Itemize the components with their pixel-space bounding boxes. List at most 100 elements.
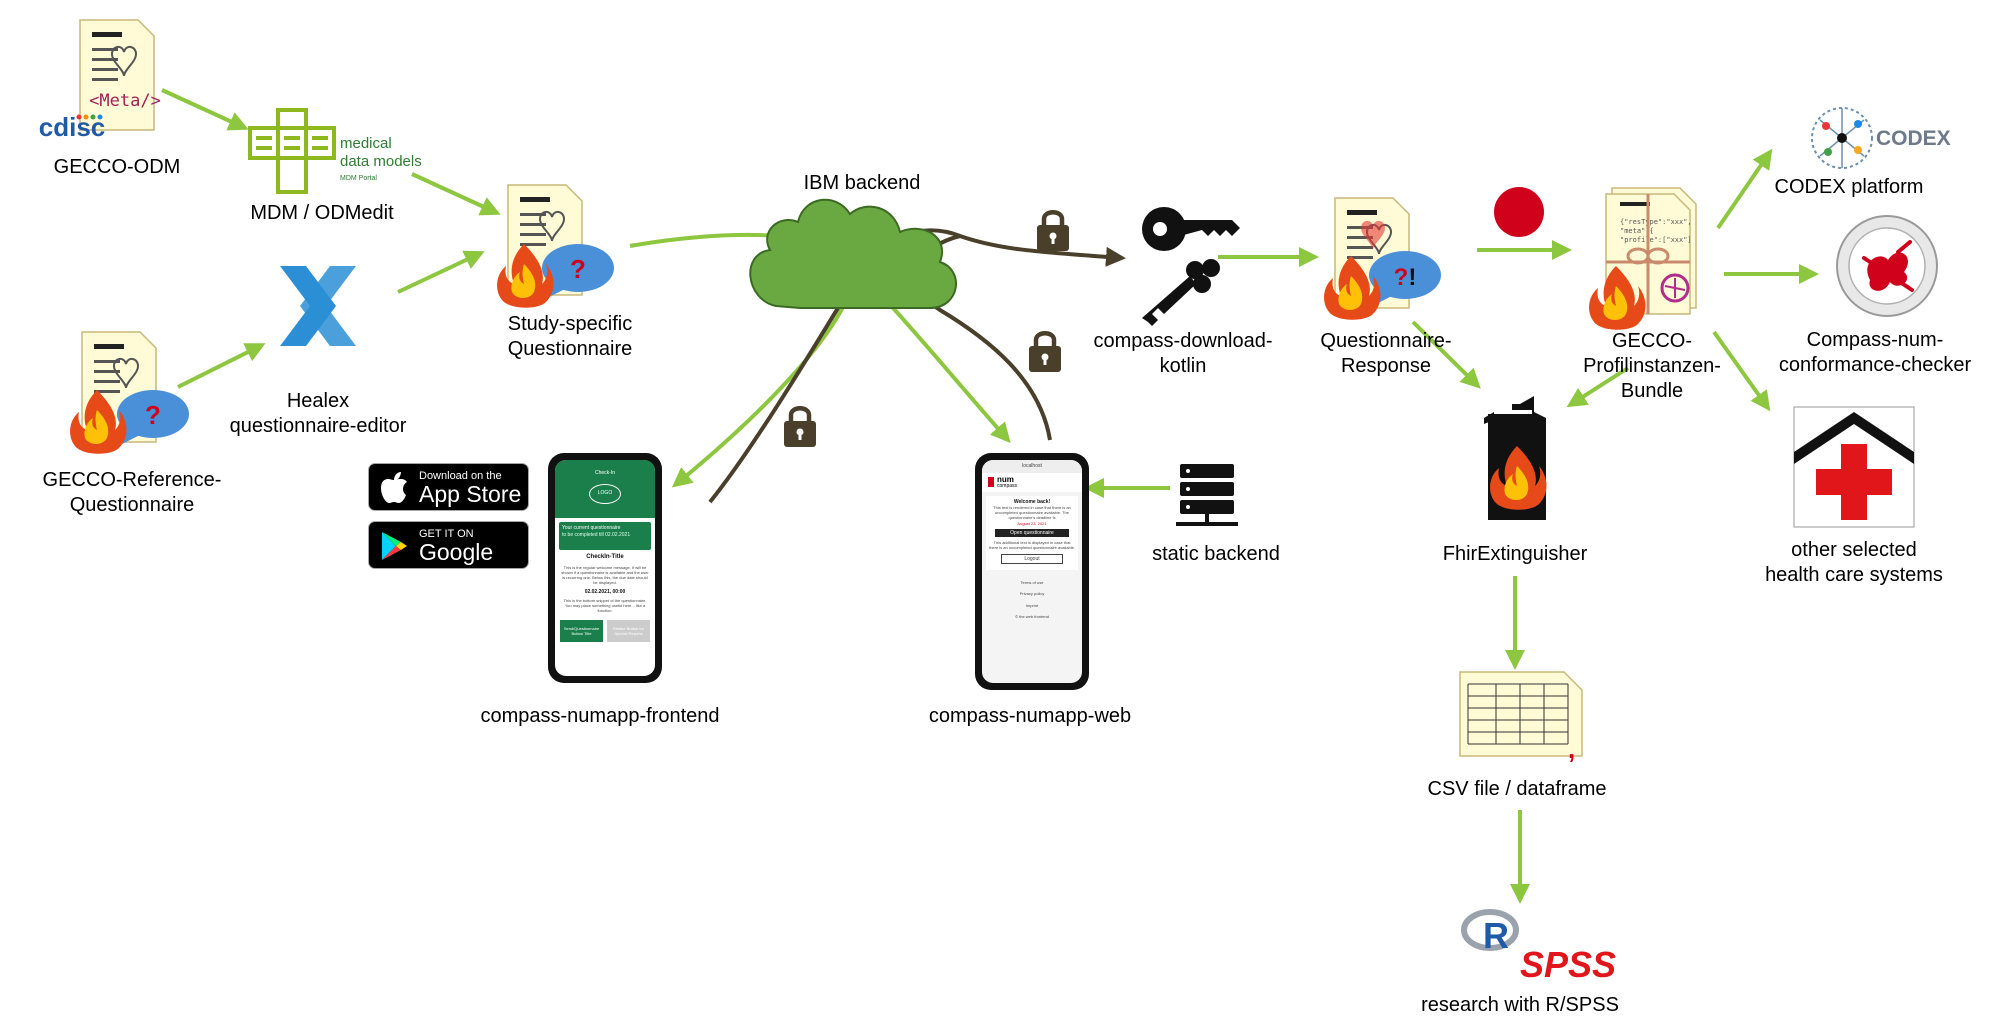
red-dot-icon: [1494, 187, 1544, 237]
svg-text:,: ,: [1568, 734, 1575, 764]
label-other-1: other selected: [1791, 539, 1917, 561]
question-exclaim-mark: ?!: [1394, 264, 1417, 291]
checkin-body: This is the regular welcome message. It …: [561, 564, 649, 586]
arrow-qr-to-fhir: [1411, 320, 1481, 389]
questionnaire-banner[interactable]: Your current questionnaire to be complet…: [559, 522, 651, 550]
label-study-1: Study-specific: [508, 313, 633, 335]
csv-file-icon: ,: [1459, 671, 1583, 764]
google-play-big-text: Google Play: [419, 539, 494, 592]
label-bundle-2: Profilinstanzen-: [1583, 355, 1721, 377]
arrow-bundle-to-fhir: [1566, 366, 1630, 408]
lock-icon: [1029, 333, 1061, 372]
r-logo-icon: [1461, 909, 1519, 951]
label-research: research with R/SPSS: [1421, 994, 1619, 1016]
open-questionnaire-button[interactable]: Open questionnaire: [995, 528, 1069, 538]
app-store-big-text: App Store: [419, 481, 522, 507]
question-bubble-icon: [117, 390, 189, 438]
lock-icon: [1037, 212, 1069, 251]
healex-logo-icon: [280, 266, 356, 346]
google-play-badge[interactable]: GET IT ON Google Play: [368, 521, 529, 592]
send-questionnaire-button[interactable]: Send/Questionnaire Button Title: [560, 619, 603, 642]
mdm-logo-line3: MDM Portal: [340, 175, 377, 182]
label-healex-2: questionnaire-editor: [230, 415, 407, 437]
label-checker-1: Compass-num-: [1807, 329, 1944, 351]
app-header: Check-In LOGO: [555, 460, 655, 518]
bundle-icon: {"resType":"xxx", "meta":{ "profile":["x…: [1605, 187, 1697, 315]
label-static: static backend: [1152, 543, 1280, 565]
codex-logo-text: CODEX: [1876, 127, 1951, 150]
server-icon: [1176, 464, 1238, 526]
privacy-link[interactable]: Privacy policy: [1019, 591, 1045, 597]
checkin-footer: This is the bottom snippet of the questi…: [563, 598, 647, 614]
cdisc-dots: [76, 114, 103, 120]
question-mark: ?: [570, 254, 586, 284]
retake-button[interactable]: Retake Button for Special Reports: [607, 619, 650, 642]
label-csv: CSV file / dataframe: [1428, 778, 1607, 800]
label-bundle-1: GECCO-: [1612, 330, 1692, 352]
question-bubble-icon: [542, 244, 614, 292]
r-logo-text: R: [1483, 915, 1509, 956]
arrow-ref-to-healex: [177, 343, 266, 389]
google-play-icon: [382, 532, 407, 560]
label-web: compass-numapp-web: [929, 705, 1131, 727]
app-store-small-text: Download on the: [419, 470, 502, 482]
label-ref-2: Questionnaire: [70, 494, 195, 516]
browser-url: localhost: [982, 460, 1082, 473]
frontend-phone: Check-In LOGO Your current questionnaire…: [548, 453, 662, 683]
checkin-date: 02.02.2021, 00:00: [584, 588, 626, 595]
svg-text:"meta":{: "meta":{: [1620, 227, 1654, 235]
logout-button[interactable]: Logout: [1001, 553, 1063, 565]
label-ref-1: GECCO-Reference-: [43, 469, 222, 491]
label-frontend: compass-numapp-frontend: [480, 705, 719, 727]
checkin-title: CheckIn-Title: [586, 554, 624, 560]
footer-note: © the web frontend: [1015, 613, 1049, 619]
arrow-bundle-to-other: [1712, 330, 1771, 412]
mdm-logo-icon: [248, 108, 336, 194]
label-fhir: FhirExtinguisher: [1443, 543, 1588, 565]
web-welcome: Welcome back!: [1013, 498, 1051, 505]
svg-text:"profile":["xxx"]: "profile":["xxx"]: [1620, 236, 1692, 244]
cloud-icon: [749, 198, 957, 309]
label-bundle-3: Bundle: [1621, 380, 1683, 402]
svg-text:{"resType":"xxx",: {"resType":"xxx",: [1620, 218, 1692, 226]
web-card: Welcome back! This text is rendered in c…: [986, 495, 1078, 571]
google-play-small-text: GET IT ON: [419, 528, 474, 540]
mdm-logo-line1: medical: [340, 135, 392, 152]
node-labels: GECCO-ODM MDM / ODMedit Healex questionn…: [43, 156, 1972, 1016]
label-download-1: compass-download-: [1094, 330, 1273, 352]
web-brand: num compass: [982, 472, 1082, 492]
app-header-title: Check-In: [594, 470, 615, 476]
codex-logo-icon: [1811, 107, 1873, 169]
arrow-healex-to-study: [397, 250, 485, 294]
key-icon: [1142, 259, 1220, 326]
question-mark: ?: [145, 400, 161, 430]
label-qr-2: Response: [1341, 355, 1431, 377]
frontend-screen: Check-In LOGO Your current questionnaire…: [555, 460, 655, 676]
question-bubble-icon: [1369, 251, 1441, 299]
label-gecco-odm: GECCO-ODM: [54, 156, 181, 178]
lock-icon: [784, 408, 816, 447]
imprint-link[interactable]: Imprint: [1025, 602, 1039, 608]
arrow-bundle-to-codex: [1716, 148, 1773, 230]
label-checker-2: conformance-checker: [1779, 354, 1972, 376]
terms-link[interactable]: Terms of use: [1020, 580, 1044, 586]
arrow-mdm-to-study: [411, 172, 501, 216]
spss-logo-text: SPSS: [1520, 944, 1616, 985]
label-study-2: Questionnaire: [508, 338, 633, 360]
key-icon: [1142, 207, 1240, 251]
conformance-seal-icon: [1836, 215, 1938, 317]
web-phone: localhost num compass Welcome back! This…: [975, 453, 1089, 690]
hospital-icon: [1793, 406, 1915, 528]
meta-tag-text: <Meta/>: [89, 91, 161, 111]
ibm-backend-label: IBM backend: [804, 172, 921, 194]
label-mdm: MDM / ODMedit: [250, 202, 394, 224]
label-healex-1: Healex: [287, 390, 349, 412]
mdm-logo-line2: data models: [340, 153, 422, 170]
app-logo: LOGO: [589, 484, 621, 504]
app-store-badge[interactable]: Download on the App Store: [368, 463, 529, 511]
label-qr-1: Questionnaire-: [1320, 330, 1451, 352]
arrow-odm-to-mdm: [161, 88, 249, 131]
label-other-2: health care systems: [1765, 564, 1943, 586]
label-codex: CODEX platform: [1775, 176, 1924, 198]
